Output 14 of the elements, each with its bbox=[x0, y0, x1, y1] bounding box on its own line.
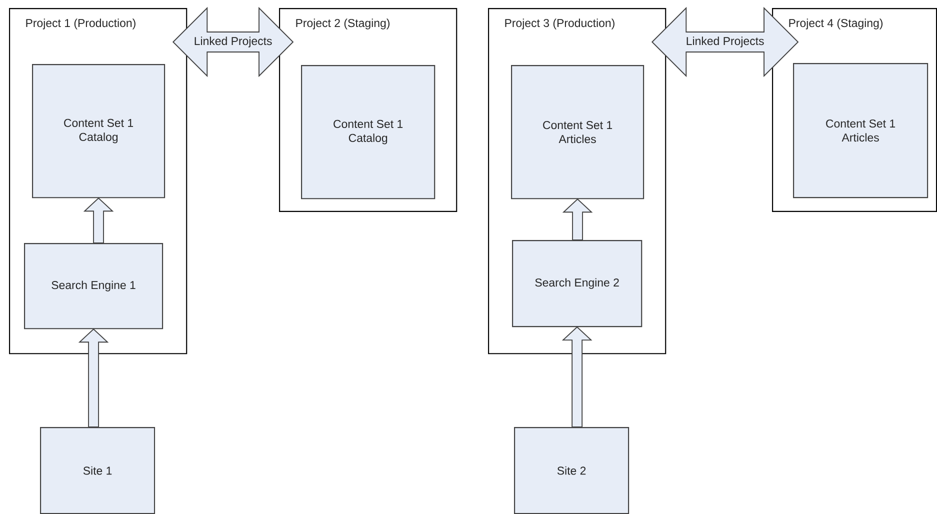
block-arrow bbox=[78, 328, 109, 428]
content-box: Content Set 1 Articles bbox=[793, 63, 928, 198]
content-box: Search Engine 1 bbox=[24, 243, 164, 330]
edge-label: Linked Projects bbox=[193, 36, 273, 48]
content-box: Content Set 1 Catalog bbox=[301, 65, 436, 200]
content-box: Content Set 1 Articles bbox=[511, 65, 644, 200]
block-arrow bbox=[83, 198, 114, 244]
content-box: Search Engine 2 bbox=[512, 240, 642, 328]
content-box: Site 2 bbox=[514, 427, 630, 514]
block-arrow bbox=[562, 326, 592, 428]
content-box: Site 1 bbox=[40, 427, 156, 514]
block-arrow bbox=[562, 198, 593, 240]
edge-label: Linked Projects bbox=[685, 36, 765, 48]
content-box: Content Set 1 Catalog bbox=[32, 64, 166, 198]
